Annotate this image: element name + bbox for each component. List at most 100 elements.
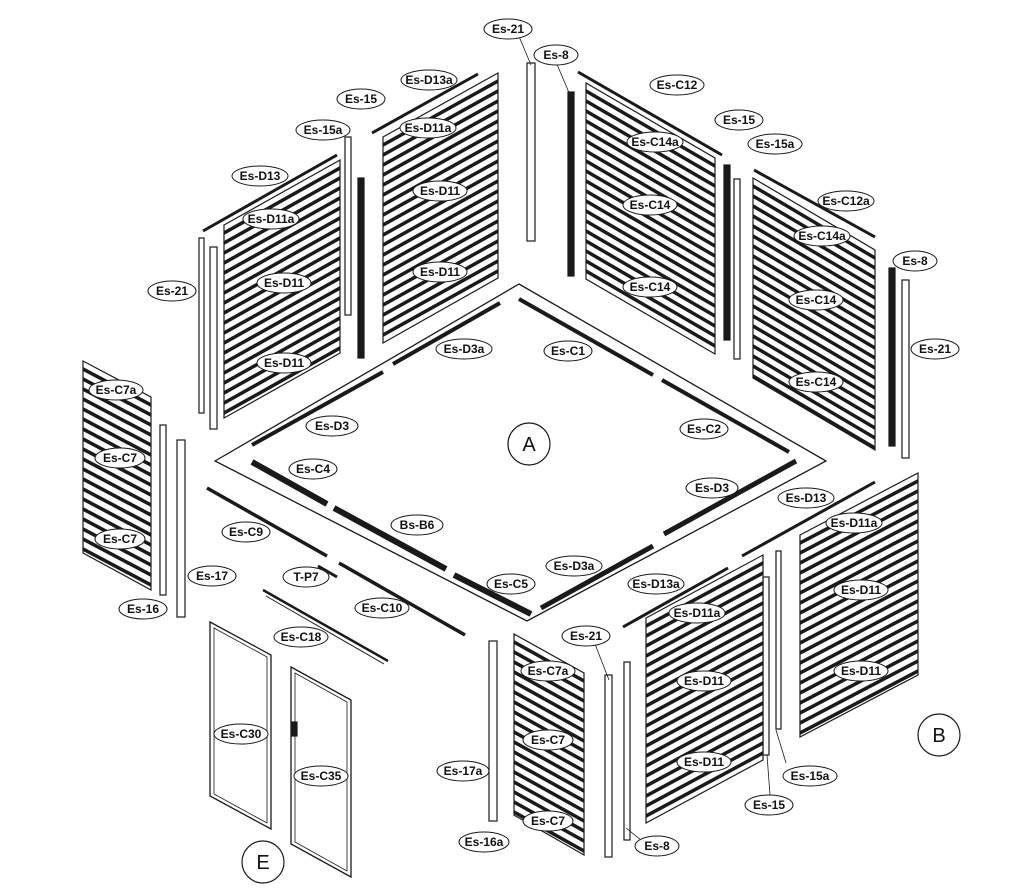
part-label-esd11a-left-upper: Es-D11a [399,117,457,139]
part-code: Es-D13a [405,73,453,87]
part-label-esc1: Es-C1 [543,340,593,362]
label-ellipse [747,133,803,155]
part-label-esc7-left1: Es-C7 [94,447,146,469]
part-code: Es-17 [196,569,228,583]
louver-slat [753,214,875,290]
rail-c1 [518,297,654,377]
part-code: Es-16 [127,602,159,616]
label-ellipse [118,598,168,620]
louver-slat [83,487,151,527]
label-ellipse [231,165,289,187]
louver-slat [514,740,584,783]
label-ellipse [545,555,603,577]
louver-slat [83,417,151,457]
part-code: Es-C12a [822,194,870,208]
louver-slat [83,407,151,447]
part-code: Es-15a [756,137,795,151]
part-label-esd3-right: Es-D3 [685,477,739,499]
part-label-esd3a-bottom: Es-D3a [545,555,603,577]
louver-slat [800,599,918,665]
part-label-es16: Es-16 [118,598,168,620]
label-ellipse [833,660,889,682]
part-code: Es-8 [644,839,670,853]
louver-slat [753,284,875,360]
louver-slat [646,701,763,768]
louver-slat [83,397,151,437]
label-ellipse [293,765,349,787]
part-code: Es-C9 [229,525,263,539]
part-code: Es-C14a [631,135,679,149]
label-ellipse [679,418,729,440]
louver-slat [800,669,918,735]
part-label-es17a: Es-17a [436,760,490,782]
part-label-esc2: Es-C2 [679,418,729,440]
louver-slat [800,659,918,725]
louver-slat [753,274,875,350]
part-label-esd3a-top: Es-D3a [435,338,493,360]
label-ellipse [777,487,835,509]
part-label-esd11a-mid: Es-D11a [668,602,726,624]
part-label-esd11-c2: Es-D11 [833,660,889,682]
panel-top-right-c14-2 [752,176,876,452]
louver-slat [383,139,498,207]
louver-slat [514,760,584,803]
part-code: Es-D11 [420,184,460,198]
louver-slat [586,219,715,298]
part-code: Es-17a [444,764,483,778]
louver-slat [586,209,715,288]
rail-d3a-top [392,301,501,366]
louver-slat [800,649,918,715]
label-ellipse [522,810,574,832]
louver-slat [646,661,763,728]
label-ellipse [412,261,468,283]
louver-slat [224,236,340,305]
part-label-esd13a-left: Es-D13a [400,69,458,91]
louver-slat [383,209,498,277]
louver-slat [646,671,763,738]
louver-slat [586,269,715,348]
part-code: Es-C7a [96,383,137,397]
louver-slat [646,601,763,668]
part-label-esd11-a1: Es-D11 [256,272,312,294]
part-label-es8-top: Es-8 [533,44,579,66]
louver-slat [383,189,498,257]
label-ellipse [354,597,410,619]
part-code: Es-C1 [551,344,585,358]
louver-slat [800,519,918,585]
part-code: Es-C14 [796,375,837,389]
louver-slat [383,219,498,287]
rail-bs-b6 [332,505,448,572]
part-code: Es-C14 [630,198,671,212]
part-code: Es-C7 [103,451,137,465]
part-label-tp7: T-P7 [282,566,330,588]
louver-slat [800,619,918,685]
part-label-esc14a-right: Es-C14a [793,225,851,247]
label-ellipse [187,565,237,587]
part-label-esc12a: Es-C12a [817,190,875,212]
label-ellipse [782,765,838,787]
louver-slat [586,189,715,268]
louver-slat [586,229,715,308]
louver-slat [224,226,340,295]
louver-slat [800,589,918,655]
label-ellipse [336,88,386,110]
label-ellipse [522,729,574,751]
label-ellipse [676,751,732,773]
part-code: Es-D3a [554,559,595,573]
louver-slat [753,224,875,300]
rail-c5 [452,572,533,617]
louver-slat [646,591,763,658]
part-label-es15a-left: Es-15a [295,119,351,141]
louver-slat [383,169,498,237]
part-label-es15a-right: Es-15a [747,133,803,155]
part-label-es16a: Es-16a [458,831,510,853]
part-code: T-P7 [293,570,319,584]
part-label-esc7-bottom2: Es-C7 [522,810,574,832]
part-code: Es-C30 [221,727,262,741]
louver-slat [586,149,715,228]
part-label-esc14-3: Es-C14 [788,289,844,311]
label-ellipse [399,117,457,139]
floor-frame [213,283,828,622]
label-ellipse [543,340,593,362]
